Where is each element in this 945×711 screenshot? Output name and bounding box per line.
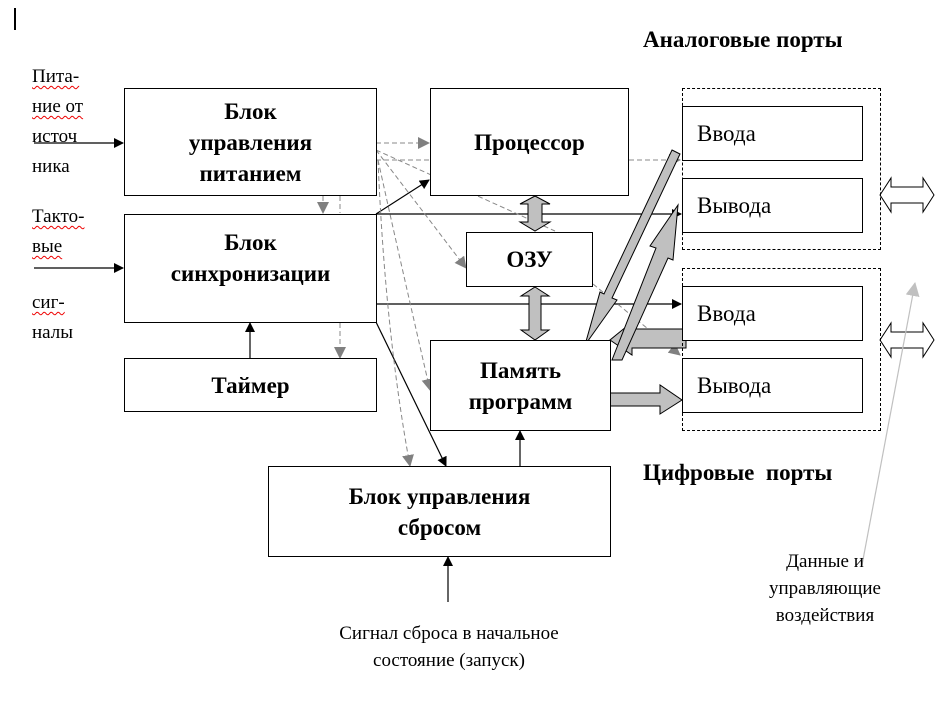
digital-ports-group (682, 268, 881, 431)
digital-output-port: Вывода (682, 358, 863, 413)
digital-external-arrow (879, 321, 935, 359)
reset-signal-caption: Сигнал сброса в начальное состояние (зап… (339, 623, 559, 671)
ram-block: ОЗУ (466, 232, 593, 287)
sync-block: Блок синхронизации (124, 214, 377, 323)
analog-input-port: Ввода (682, 106, 863, 161)
bus-ram-progmem (519, 286, 551, 341)
digital-input-port: Ввода (682, 286, 863, 341)
data-control-caption: Данные и управляющие воздействия (769, 551, 881, 626)
program-memory-block: Память программ (430, 340, 611, 431)
arrow-sync-to-reset (375, 321, 447, 467)
bus-arrows (518, 149, 687, 415)
analog-external-arrow (879, 176, 935, 214)
bus-progmem-to-digital-out (609, 384, 683, 415)
text-cursor (14, 8, 16, 30)
bus-cpu-ram (518, 195, 552, 232)
power-source-label: Пита- ние от источ ника (32, 66, 84, 177)
analog-output-port: Вывода (682, 178, 863, 233)
timer-block: Таймер (124, 358, 377, 412)
reset-control-block: Блок управления сбросом (268, 466, 611, 557)
analog-ports-group (682, 88, 881, 250)
bus-analog-in-to-progmem (584, 149, 681, 346)
external-arrows (879, 176, 935, 359)
arrow-data-control (861, 282, 920, 566)
analog-ports-heading: Аналоговые порты (643, 27, 843, 52)
arrow-sync-to-cpu (375, 179, 430, 215)
cpu-block: Процессор (430, 88, 629, 196)
bus-progmem-to-analog-out (611, 203, 679, 361)
power-control-block: Блок управления питанием (124, 88, 377, 196)
digital-ports-heading: Цифровые порты (643, 460, 833, 485)
clock-signals-label: Такто- вые сиг- налы (32, 206, 85, 343)
